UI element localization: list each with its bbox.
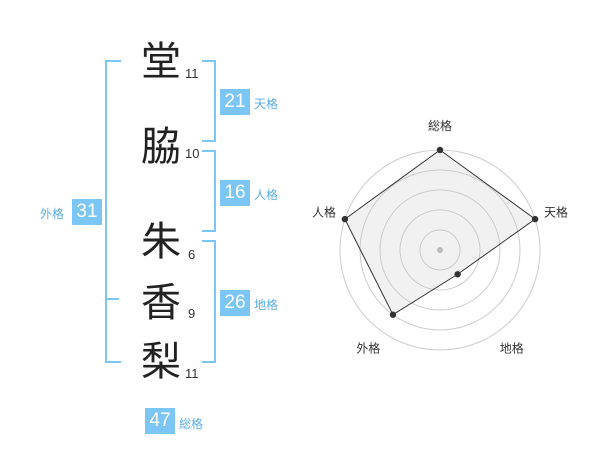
radar-point [341,215,349,223]
tenkaku-bracket [202,60,216,142]
soukaku-value: 47 [145,408,175,434]
soukaku-label: 総格 [179,417,204,431]
radar-axis-label: 総格 [428,118,452,133]
radar-ring [399,209,481,291]
radar-ring [419,229,461,271]
radar-center [437,247,443,253]
name-char-5: 梨 [141,339,181,385]
radar-point [389,311,397,318]
jinkaku-label: 人格 [254,188,279,202]
gaikaku-label: 外格 [40,207,65,221]
radar-polygon [344,149,536,316]
chikaku-value: 26 [220,290,250,316]
radar-ring [379,189,501,311]
chikaku-bracket [202,240,216,363]
tenkaku-label: 天格 [254,97,279,111]
jinkaku-value: 16 [220,180,250,206]
name-char-1: 堂 [141,39,181,85]
gaikaku-value: 31 [72,199,102,225]
stroke-count-1: 11 [185,66,199,81]
radar-axis-label: 地格 [500,341,524,356]
radar-point [436,146,444,154]
radar-axis-label: 天格 [544,204,568,219]
radar-axis-label: 人格 [312,204,336,219]
stroke-count-4: 9 [188,306,196,321]
name-char-4: 香 [141,280,181,326]
radar-axis-label: 外格 [356,341,380,356]
chikaku-label: 地格 [254,298,279,312]
jinkaku-bracket [202,150,216,232]
gaikaku-bracket [105,60,121,363]
stroke-count-5: 11 [185,366,199,381]
stroke-count-2: 10 [185,146,200,161]
radar-point [454,271,461,278]
gaikaku-bracket-mid [105,298,119,300]
stroke-count-3: 6 [188,247,196,262]
name-char-2: 脇 [141,124,181,170]
radar-point [531,215,539,223]
tenkaku-value: 21 [220,89,250,115]
name-char-3: 朱 [141,219,181,265]
